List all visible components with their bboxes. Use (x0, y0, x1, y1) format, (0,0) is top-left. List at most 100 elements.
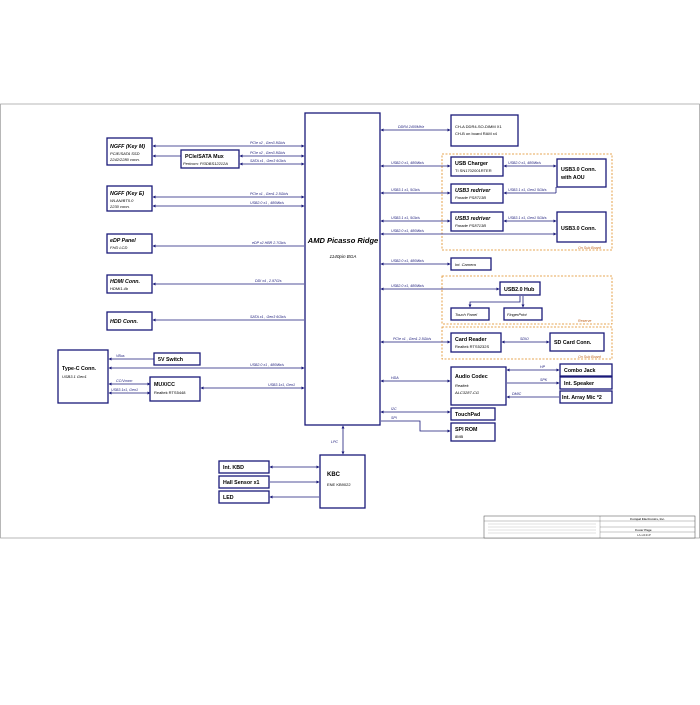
edp-panel-title: eDP Panel (110, 238, 136, 244)
link-label-r1: USB2.0 x1, 480Mb/s (391, 161, 424, 165)
ddr4-line2: CH-B on board RAM x4 (455, 131, 498, 136)
pcie-sata-mux-title: PCIe/SATA Mux (185, 154, 224, 160)
spi-rom-line1: 8MB (455, 434, 464, 439)
usb20-hub-title: USB2.0 Hub (504, 287, 535, 293)
hdmi-conn-line1: HDMI1.4b (110, 286, 129, 291)
int-speaker-block (559, 376, 613, 390)
link-label-r12: HDA (391, 376, 399, 380)
usb30-conn-title: USB3.0 Conn. (561, 226, 597, 232)
usb20-hub-block (499, 281, 541, 296)
link-label-8: VBus (116, 354, 125, 358)
combo-jack-block (559, 363, 613, 377)
spi-rom-title: SPI ROM (455, 427, 478, 433)
sub-board-zone-usb (441, 153, 613, 251)
kbc-title: KBC (327, 472, 341, 478)
audio-codec-line1: Realtek (455, 383, 470, 388)
link-label-r13: HP (540, 365, 546, 369)
ngff-key-m-line2: 2242/2280 conn. (109, 157, 140, 162)
title-block: Compal Electronics, Inc. Cover Page LA-H… (483, 515, 696, 539)
link-label-r2: USB2.0 x1, 480Mb/s (508, 161, 541, 165)
edp-panel-block (106, 233, 153, 254)
kbc-block (319, 454, 366, 509)
hdd-conn-title: HDD Conn. (110, 319, 138, 325)
hall-sensor-block (218, 475, 270, 489)
link-label-r17: SPI (391, 416, 397, 420)
usb30-conn-aou-block (556, 158, 607, 188)
link-label-r8: USB2.0 x1, 480Mb/s (391, 259, 424, 263)
card-reader-block (450, 332, 502, 353)
fingerprint-block (503, 307, 543, 321)
link-label-0: PCIe x2 , Gen3 8Gb/s (250, 141, 285, 145)
title-block-doc: LA-H131P (637, 533, 651, 537)
mux-cc-line1: Realtek RTS5448 (154, 390, 186, 395)
zone-label-2: On Sub Board (578, 355, 602, 359)
int-kbd-title: Int. KBD (223, 465, 244, 471)
pcie-sata-mux-line1: Pericom: PI3DBS12212A (183, 161, 228, 166)
link-label-2: SATA x1 , Gen3 6Gb/s (250, 159, 286, 163)
usb-charger-line1: TI SN1702001RTER (455, 168, 492, 173)
link-label-r16: I2C (391, 407, 397, 411)
ngff-key-m-title: NGFF (Key M) (110, 144, 145, 150)
card-reader-line1: Realtek RTS5232S (455, 344, 490, 349)
int-speaker-title: Int. Speaker (564, 381, 594, 387)
link-label-1: PCIe x2 , Gen3 8Gb/s (250, 151, 285, 155)
zone-label-0: On Sub Board (578, 246, 602, 250)
title-block-title: Cover Page (635, 528, 652, 532)
link-label-10: CC/Vconn (116, 379, 132, 383)
title-block-company: Compal Electronics, Inc. (630, 517, 665, 521)
reserve-zone (441, 275, 613, 325)
type-c-conn-block (57, 349, 109, 404)
usb3-redriver-1-block (450, 183, 504, 204)
link-label-12: USB3.1x1, Gen1 (268, 383, 295, 387)
hall-sensor-title: Hall Sensor x1 (223, 480, 260, 486)
sub-board-zone-card (441, 326, 613, 360)
usb3-redriver-1-line1: Parade PS8713B (455, 195, 486, 200)
link-label-7: SATA x1 , Gen3 6Gb/s (250, 315, 286, 319)
link-label-r10: PCIe x1 , Gen1 2.5Gb/s (393, 337, 431, 341)
touch-panel-block (450, 307, 490, 321)
ngff-key-e-block (106, 185, 153, 212)
ddr4-block (450, 114, 519, 147)
int-camera-title: Int. Camera (455, 262, 477, 267)
usb3-redriver-1-title: USB3 redriver (455, 188, 491, 194)
led-title: LED (223, 495, 234, 501)
hdmi-conn-title: HDMI Conn. (110, 279, 141, 285)
lpc-label: LPC (331, 440, 338, 444)
sd-card-conn-title: SD Card Conn. (554, 340, 592, 346)
link-label-r3: USB3.1 x1, 5Gb/s (391, 188, 420, 192)
fingerprint-title: FingerPrint (507, 312, 527, 317)
5v-switch-title: 5V Switch (158, 357, 183, 363)
led-block (218, 490, 270, 504)
link-spi (381, 420, 451, 433)
touchpad-block (450, 407, 496, 421)
link-label-r15: DMIC (512, 392, 522, 396)
cpu-package: 1140pin BGA (330, 254, 357, 259)
link-label-r11: SDIO (520, 337, 529, 341)
link-label-r5: USB3.1 x1, 5Gb/s (391, 216, 420, 220)
pcie-sata-mux-block (180, 149, 240, 169)
link-label-r4: USB3.1 x1, Gen1 5Gb/s (508, 188, 547, 192)
usb30-conn-aou-line1: with AOU (560, 175, 585, 181)
ddr4-line1: CH-A DDR4-SO-DIMM X1 (455, 124, 502, 129)
type-c-conn-title: Type-C Conn. (62, 366, 97, 372)
usb30-conn-aou-title: USB3.0 Conn. (561, 167, 597, 173)
card-reader-title: Card Reader (455, 337, 487, 343)
ngff-key-e-line2: 2230 conn. (109, 204, 130, 209)
link-label-r14: SPK (540, 378, 548, 382)
link-label-9: USB2.0 x1 , 480Mb/s (250, 363, 284, 367)
link-label-r7: USB2.0 x1, 480Mb/s (391, 229, 424, 233)
link-label-r0: DDR4 2400MHz (398, 125, 424, 129)
int-camera-block (450, 257, 492, 271)
link-label-6: DDI x4 , 2.97G/s (255, 279, 282, 283)
link-label-r6: USB3.1 x1, Gen1 5Gb/s (508, 216, 547, 220)
audio-codec-block (450, 366, 507, 406)
usb3-redriver-2-block (450, 211, 504, 232)
sd-card-conn-block (549, 332, 605, 352)
usb3-redriver-2-line1: Parade PS8713B (455, 223, 486, 228)
hdmi-conn-block (106, 274, 153, 294)
audio-codec-line2: ALC3287-CG (454, 390, 479, 395)
link-label-3: PCIe x1 , Gen1 2.5Gb/s (250, 192, 288, 196)
type-c-conn-line1: USB3.1 Gen1 (62, 374, 87, 379)
